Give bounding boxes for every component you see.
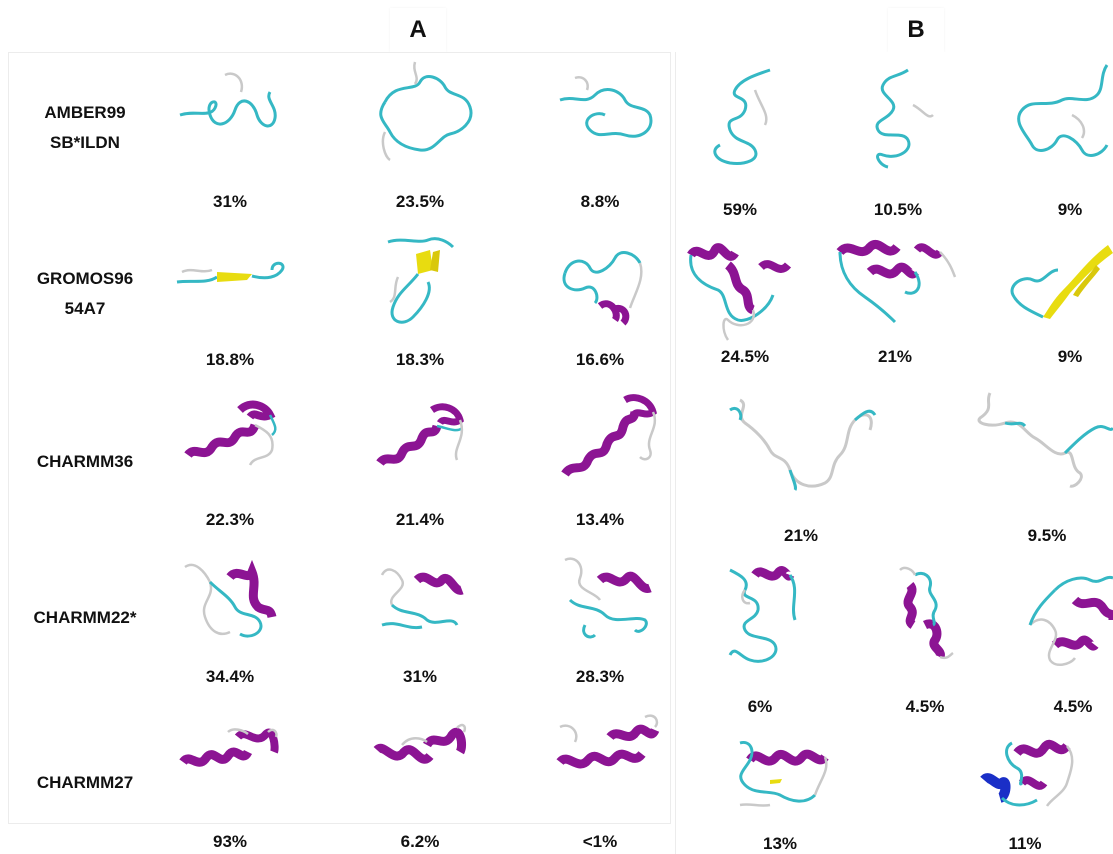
structure-image bbox=[1012, 60, 1113, 175]
percentage-label: 28.3% bbox=[575, 667, 625, 686]
percentage-label: 23.5% bbox=[395, 192, 445, 211]
structure-image bbox=[895, 565, 955, 665]
percentage-label: 13.4% bbox=[575, 510, 625, 529]
structure-image bbox=[720, 565, 810, 675]
percentage-label: 18.8% bbox=[205, 350, 255, 369]
percentage-label: 18.3% bbox=[395, 350, 445, 369]
percentage-label: 6.2% bbox=[400, 832, 440, 851]
structure-image bbox=[972, 728, 1082, 818]
structure-image bbox=[372, 555, 472, 635]
structure-image bbox=[555, 392, 665, 482]
panel-b bbox=[675, 52, 1113, 854]
structure-image bbox=[550, 712, 665, 807]
panel-label-a: A bbox=[390, 8, 446, 52]
structure-image bbox=[858, 65, 948, 175]
percentage-label: 21% bbox=[877, 347, 913, 366]
percentage-label: 11% bbox=[1008, 834, 1042, 853]
percentage-label: 59% bbox=[722, 200, 758, 219]
percentage-label: 24.5% bbox=[720, 347, 770, 366]
percentage-label: <1% bbox=[582, 832, 618, 851]
panel-a bbox=[160, 52, 671, 824]
row-label-charmm36: CHARMM36 bbox=[36, 452, 134, 471]
structure-image bbox=[555, 550, 665, 645]
structure-image bbox=[172, 252, 292, 302]
panel-label-b: B bbox=[888, 8, 944, 52]
percentage-label: 22.3% bbox=[205, 510, 255, 529]
percentage-label: 21.4% bbox=[395, 510, 445, 529]
structure-image bbox=[730, 735, 840, 815]
percentage-label: 4.5% bbox=[1053, 697, 1093, 716]
structure-image bbox=[1008, 235, 1113, 325]
percentage-label: 6% bbox=[747, 697, 773, 716]
percentage-label: 21% bbox=[783, 526, 819, 545]
structure-image bbox=[835, 232, 960, 327]
row-label-charmm22: CHARMM22* bbox=[33, 608, 137, 627]
percentage-label: 16.6% bbox=[575, 350, 625, 369]
percentage-label: 9.5% bbox=[1027, 526, 1067, 545]
structure-image bbox=[700, 65, 790, 175]
percentage-label: 9% bbox=[1057, 200, 1083, 219]
row-label-charmm27: CHARMM27 bbox=[36, 773, 134, 792]
structure-image bbox=[970, 388, 1113, 498]
percentage-label: 4.5% bbox=[905, 697, 945, 716]
structure-image bbox=[370, 61, 490, 167]
structure-image bbox=[372, 720, 472, 800]
percentage-label: 31% bbox=[402, 667, 438, 686]
structure-image bbox=[178, 722, 283, 797]
structure-image bbox=[378, 232, 473, 332]
structure-image bbox=[180, 395, 280, 475]
percentage-label: 9% bbox=[1057, 347, 1083, 366]
structure-image bbox=[372, 398, 472, 473]
structure-image bbox=[180, 552, 280, 647]
structure-image bbox=[683, 235, 798, 345]
structure-image bbox=[555, 238, 665, 328]
percentage-label: 93% bbox=[212, 832, 248, 851]
percentage-label: 31% bbox=[212, 192, 248, 211]
percentage-label: 10.5% bbox=[873, 200, 923, 219]
structure-image bbox=[725, 395, 885, 495]
percentage-label: 34.4% bbox=[205, 667, 255, 686]
percentage-label: 13% bbox=[762, 834, 798, 853]
structure-image bbox=[555, 70, 665, 160]
percentage-label: 8.8% bbox=[580, 192, 620, 211]
structure-image bbox=[1025, 570, 1113, 675]
row-label-column bbox=[8, 52, 162, 824]
structure-image bbox=[175, 70, 295, 160]
